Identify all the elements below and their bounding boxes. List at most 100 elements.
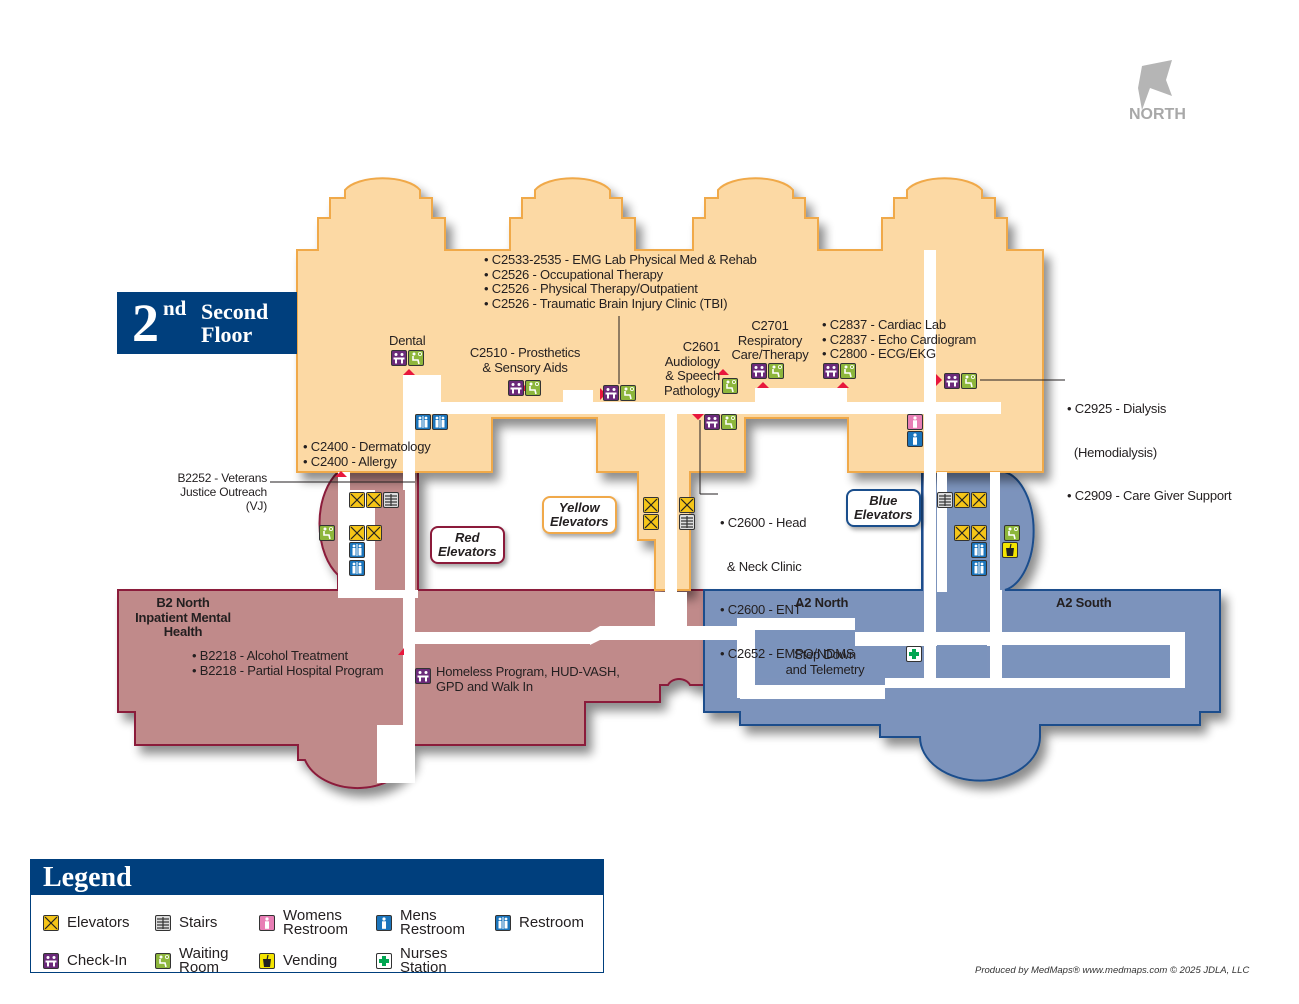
elevator-icon — [349, 525, 365, 541]
vj-line: (VJ) — [245, 499, 267, 513]
legend-item-label: Stairs — [179, 914, 218, 931]
vj-line: B2252 - Veterans — [177, 471, 267, 485]
legend-item: Elevators — [43, 908, 130, 938]
stairs-icon — [937, 492, 953, 508]
north-arrow-icon — [1138, 60, 1172, 110]
floor-suffix: nd — [163, 296, 187, 320]
callout-line: Elevators — [854, 507, 913, 522]
ent-line: • C2652 - EMPO/NDMS — [720, 645, 855, 661]
audiology-line: & Speech — [665, 368, 720, 383]
restroom-icon — [415, 414, 431, 430]
waiting-room-icon — [525, 380, 541, 396]
waiting-room-icon — [961, 373, 977, 389]
floor-number: 2 — [132, 293, 159, 353]
label-audiology: C2601 Audiology & Speech Pathology — [645, 339, 721, 398]
ent-line: & Neck Clinic — [720, 558, 802, 574]
audiology-line: Pathology — [663, 382, 720, 398]
elevator-icon — [349, 492, 365, 508]
floor-name-line1: Second — [201, 299, 269, 324]
legend-item: Check-In — [43, 946, 127, 976]
restroom-icon — [971, 560, 987, 576]
restroom-icon — [349, 560, 365, 576]
audiology-line: C2601 — [682, 339, 721, 354]
yellow-elevators-callout: Yellow Elevators — [542, 496, 617, 534]
c-wing — [296, 177, 1044, 591]
dialysis-line: • C2925 - Dialysis — [1067, 401, 1167, 416]
callout-line: Red — [454, 530, 480, 545]
check-in-icon — [944, 373, 960, 389]
elevator-icon — [643, 497, 659, 513]
legend-label-line: Restroom — [400, 921, 466, 938]
elevator-icon — [954, 492, 970, 508]
womens-restroom-icon — [259, 915, 275, 931]
floor-name-line2: Floor — [201, 322, 253, 347]
dialysis-line: (Hemodialysis) — [1067, 444, 1157, 460]
legend-item-label: Elevators — [67, 915, 130, 930]
legend-label-line: Check-In — [67, 952, 128, 969]
legend-label-line: Waiting — [179, 945, 229, 962]
label-b2218: • B2218 - Alcohol Treatment • B2218 - Pa… — [192, 648, 384, 678]
pmr-line: • C2526 - Physical Therapy/Outpatient — [484, 281, 698, 296]
homeless-line: GPD and Walk In — [436, 678, 533, 694]
legend-item-label: Vending — [283, 952, 338, 969]
credits: Produced by MedMaps® www.medmaps.com © 2… — [975, 965, 1250, 976]
waiting-room-icon — [620, 385, 636, 401]
waiting-room-icon — [1004, 525, 1020, 541]
legend-item-label: Restroom — [519, 914, 585, 931]
callout-line: Blue — [869, 493, 898, 508]
waiting-room-icon — [722, 378, 738, 394]
audiology-line: Audiology — [664, 353, 721, 369]
elevator-icon — [954, 525, 970, 541]
prosthetics-line: & Sensory Aids — [482, 359, 568, 375]
b2218-line: • B2218 - Partial Hospital Program — [192, 662, 384, 678]
check-in-icon — [415, 668, 431, 684]
derm-line: • C2400 - Dermatology — [303, 439, 431, 454]
b2-north-line: B2 North — [156, 595, 210, 610]
waiting-room-icon — [840, 363, 856, 379]
nurses-station-icon — [906, 646, 922, 662]
dialysis-line: • C2909 - Care Giver Support — [1067, 488, 1232, 503]
legend-label-line: Nurses — [400, 945, 448, 962]
legend-label-line: Vending — [283, 952, 338, 969]
pmr-line: • C2533-2535 - EMG Lab Physical Med & Re… — [484, 252, 757, 267]
callout-line: Elevators — [438, 544, 497, 559]
step-down-line: and Telemetry — [785, 661, 865, 677]
elevator-icon — [679, 497, 695, 513]
elevator-icon — [643, 514, 659, 530]
respiratory-line: Care/Therapy — [731, 347, 809, 362]
check-in-icon — [43, 953, 59, 969]
vending-icon — [1002, 542, 1018, 558]
waiting-room-icon — [408, 350, 424, 366]
elevator-icon — [971, 525, 987, 541]
legend-item: Stairs — [155, 908, 217, 938]
label-step-down: Step Down and Telemetry — [770, 647, 880, 677]
check-in-icon — [603, 385, 619, 401]
waiting-room-icon — [155, 953, 171, 969]
check-in-icon — [704, 414, 720, 430]
restroom-icon — [971, 542, 987, 558]
label-prosthetics: C2510 - Prosthetics & Sensory Aids — [465, 345, 585, 375]
floor-name: Second Floor — [201, 300, 268, 346]
legend-item-label: Check-In — [67, 952, 128, 969]
stairs-icon — [383, 492, 399, 508]
cardiac-line: • C2800 - ECG/EKG — [822, 346, 936, 361]
red-elevators-callout: Red Elevators — [430, 526, 505, 564]
label-vj: B2252 - Veterans Justice Outreach (VJ) — [150, 471, 267, 513]
mens-restroom-icon — [376, 915, 392, 931]
waiting-room-icon — [319, 525, 335, 541]
legend-label-line: Restroom — [519, 914, 585, 931]
stairs-icon — [155, 915, 171, 931]
callout-line: Yellow — [558, 500, 600, 515]
legend-label-line: Room — [179, 959, 220, 976]
north-label: NORTH — [1129, 106, 1186, 123]
legend-label-line: Stairs — [179, 914, 218, 931]
label-homeless: Homeless Program, HUD-VASH, GPD and Walk… — [436, 664, 620, 694]
respiratory-line: Respiratory — [737, 332, 803, 348]
legend-item: Vending — [259, 946, 337, 976]
cardiac-line: • C2837 - Cardiac Lab — [822, 317, 946, 332]
